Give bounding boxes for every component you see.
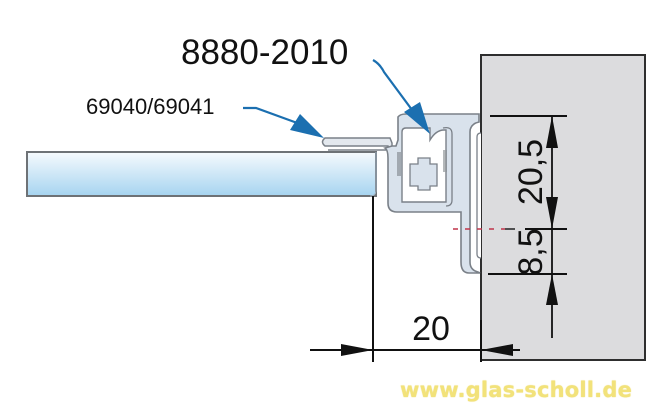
arrow-icon: [290, 114, 324, 138]
dimension-8-5-label: 8,5: [512, 228, 550, 275]
profile-8880-2010: [383, 113, 482, 274]
dimension-20-5-label: 20,5: [512, 139, 550, 205]
part-label-8880-2010: 8880-2010: [181, 33, 348, 72]
wall-block: [480, 54, 646, 361]
horizontal-dimension: 20: [310, 196, 520, 362]
watermark-text: www.glas-scholl.de: [400, 378, 633, 402]
seal-strip: [321, 137, 393, 152]
glass-panel: [26, 151, 377, 197]
part-label-69040-69041: 69040/69041: [86, 94, 214, 119]
leader-69040-69041: 69040/69041: [86, 94, 324, 138]
dimension-20-label: 20: [412, 310, 450, 348]
arrow-icon: [404, 102, 430, 134]
vertical-dimension: 20,5 8,5: [488, 115, 567, 338]
leader-8880-2010: 8880-2010: [181, 33, 430, 134]
